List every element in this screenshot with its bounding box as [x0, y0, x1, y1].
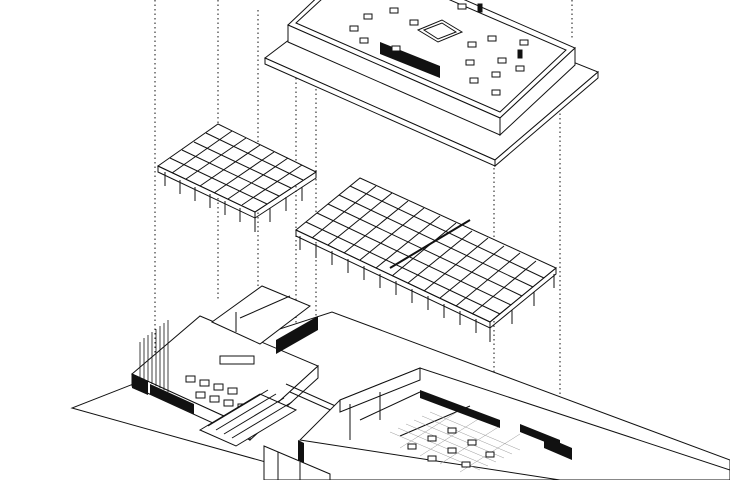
hatched-panel — [139, 320, 169, 392]
grid-columns — [164, 172, 303, 232]
large-roof-grid — [295, 177, 557, 342]
central-table-cluster — [416, 19, 464, 43]
small-roof-grid — [157, 123, 318, 232]
shop-furniture — [407, 427, 495, 468]
furniture-pieces — [349, 3, 529, 96]
ground-floor-plan — [70, 285, 730, 480]
right-building-block — [263, 367, 730, 480]
upper-floor-plate — [264, 0, 599, 168]
deck-stairs — [198, 383, 345, 447]
grid-columns — [299, 236, 555, 342]
